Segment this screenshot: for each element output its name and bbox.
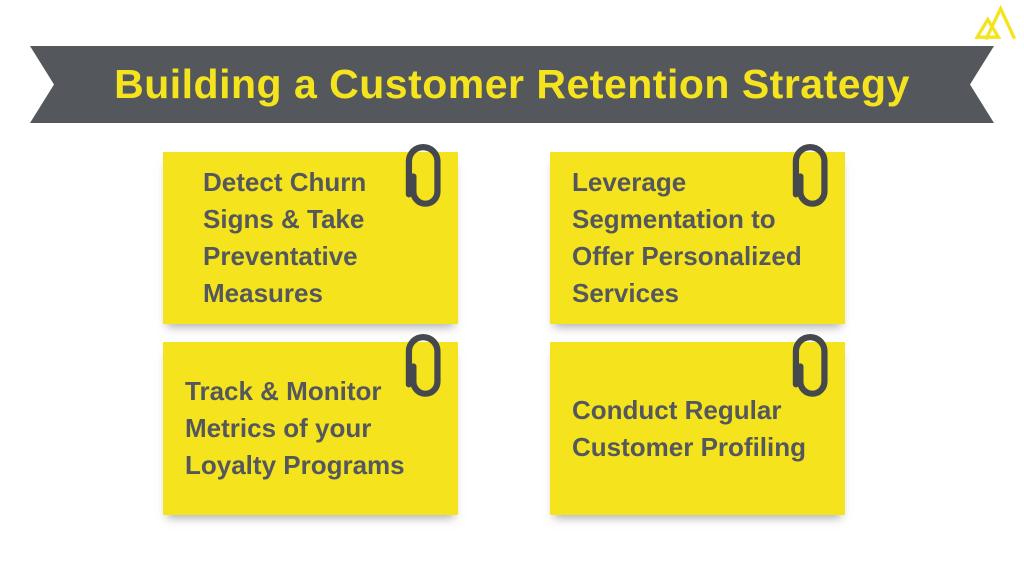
note-text: Leverage Segmentation to Offer Personali… <box>572 167 802 308</box>
page-title: Building a Customer Retention Strategy <box>114 61 910 107</box>
note-card-detect-churn: Detect Churn Signs & Take Preventative M… <box>163 144 458 324</box>
paperclip-icon <box>792 144 828 207</box>
note-text: Conduct Regular Customer Profiling <box>572 394 807 462</box>
note-text: Track & Monitor Metrics of your Loyalty … <box>185 376 405 480</box>
paperclip-icon <box>405 334 441 397</box>
title-banner: Building a Customer Retention Strategy <box>30 46 994 123</box>
note-card-leverage-segmentation: Leverage Segmentation to Offer Personali… <box>550 144 845 324</box>
note-text: Detect Churn Signs & Take Preventative M… <box>203 167 367 308</box>
mountain-logo-icon <box>974 4 1016 41</box>
note-card-customer-profiling: Conduct Regular Customer Profiling <box>550 334 845 515</box>
notes-grid: Detect Churn Signs & Take Preventative M… <box>163 144 845 515</box>
paperclip-icon <box>792 334 828 397</box>
note-card-track-monitor: Track & Monitor Metrics of your Loyalty … <box>163 334 458 515</box>
paperclip-icon <box>405 144 441 207</box>
